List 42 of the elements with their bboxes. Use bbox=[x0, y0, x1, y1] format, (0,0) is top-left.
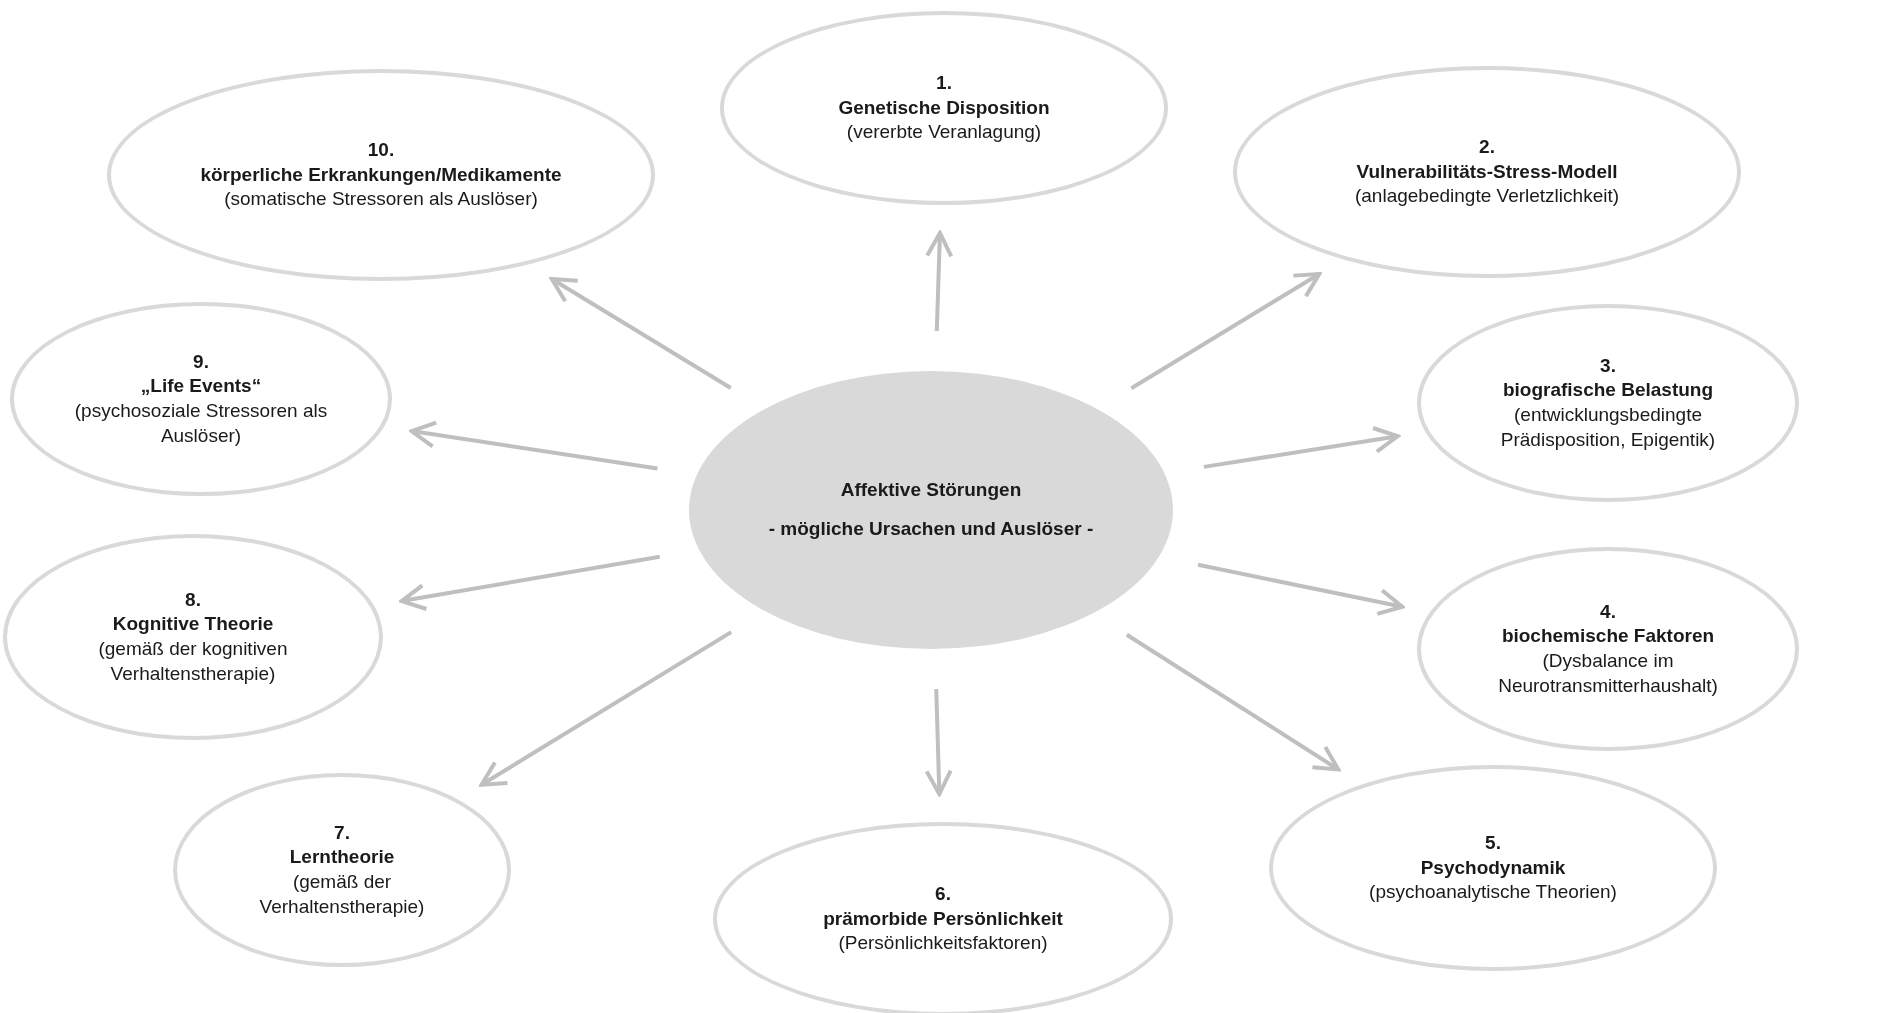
number-label: 3. bbox=[1600, 353, 1616, 378]
arrow bbox=[925, 231, 954, 332]
arrow bbox=[399, 554, 661, 611]
description: (vererbte Veranlagung) bbox=[846, 120, 1042, 145]
description: (psychosoziale Stressoren als Auslöser) bbox=[73, 399, 329, 448]
description: (Persönlichkeitsfaktoren) bbox=[838, 931, 1048, 956]
number-label: 1. bbox=[936, 70, 952, 95]
heading: prämorbide Persönlichkeit bbox=[823, 906, 1063, 931]
number-label: 2. bbox=[1479, 134, 1495, 159]
number-label: 9. bbox=[193, 349, 209, 374]
heading: Kognitive Theorie bbox=[112, 612, 274, 637]
heading: Psychodynamik bbox=[1420, 855, 1566, 880]
number-label: 6. bbox=[935, 881, 951, 906]
arrow bbox=[924, 688, 953, 796]
heading: „Life Events“ bbox=[140, 374, 262, 399]
description: (gemäß der kognitiven Verhaltenstherapie) bbox=[97, 637, 289, 686]
heading: körperliche Erkrankungen/Medikamente bbox=[200, 162, 562, 187]
arrow bbox=[479, 630, 733, 787]
description: (Dysbalance im Neurotransmitterhaushalt) bbox=[1497, 649, 1719, 698]
description: (entwicklungsbedingte Prädisposition, Epigentik) bbox=[1499, 403, 1717, 452]
number-label: 10. bbox=[367, 137, 395, 162]
subtitle-text: - mögliche Ursachen und Auslöser - bbox=[768, 517, 1094, 541]
title-text: Affektive Störungen bbox=[840, 478, 1022, 503]
arrow bbox=[1130, 271, 1322, 390]
heading: Vulnerabilitäts-Stress-Modell bbox=[1356, 159, 1618, 184]
number-label: 7. bbox=[334, 820, 350, 845]
description: (anlagebedingte Verletzlichkeit) bbox=[1354, 184, 1620, 209]
arrow bbox=[1203, 426, 1400, 469]
description: (somatische Stressoren als Auslöser) bbox=[224, 187, 538, 212]
arrow bbox=[1125, 633, 1341, 772]
heading: biochemische Faktoren bbox=[1501, 624, 1715, 649]
arrow bbox=[1197, 562, 1405, 616]
heading: Genetische Disposition bbox=[838, 95, 1050, 120]
number-label: 4. bbox=[1600, 599, 1616, 624]
description: (psychoanalytische Theorien) bbox=[1369, 880, 1617, 905]
number-label: 5. bbox=[1485, 830, 1501, 855]
arrow bbox=[549, 277, 732, 390]
description: (gemäß der Verhaltenstherapie) bbox=[258, 870, 426, 919]
heading: Lerntheorie bbox=[289, 845, 395, 870]
arrow bbox=[409, 420, 658, 471]
heading: biografische Belastung bbox=[1502, 378, 1714, 403]
number-label: 8. bbox=[185, 587, 201, 612]
